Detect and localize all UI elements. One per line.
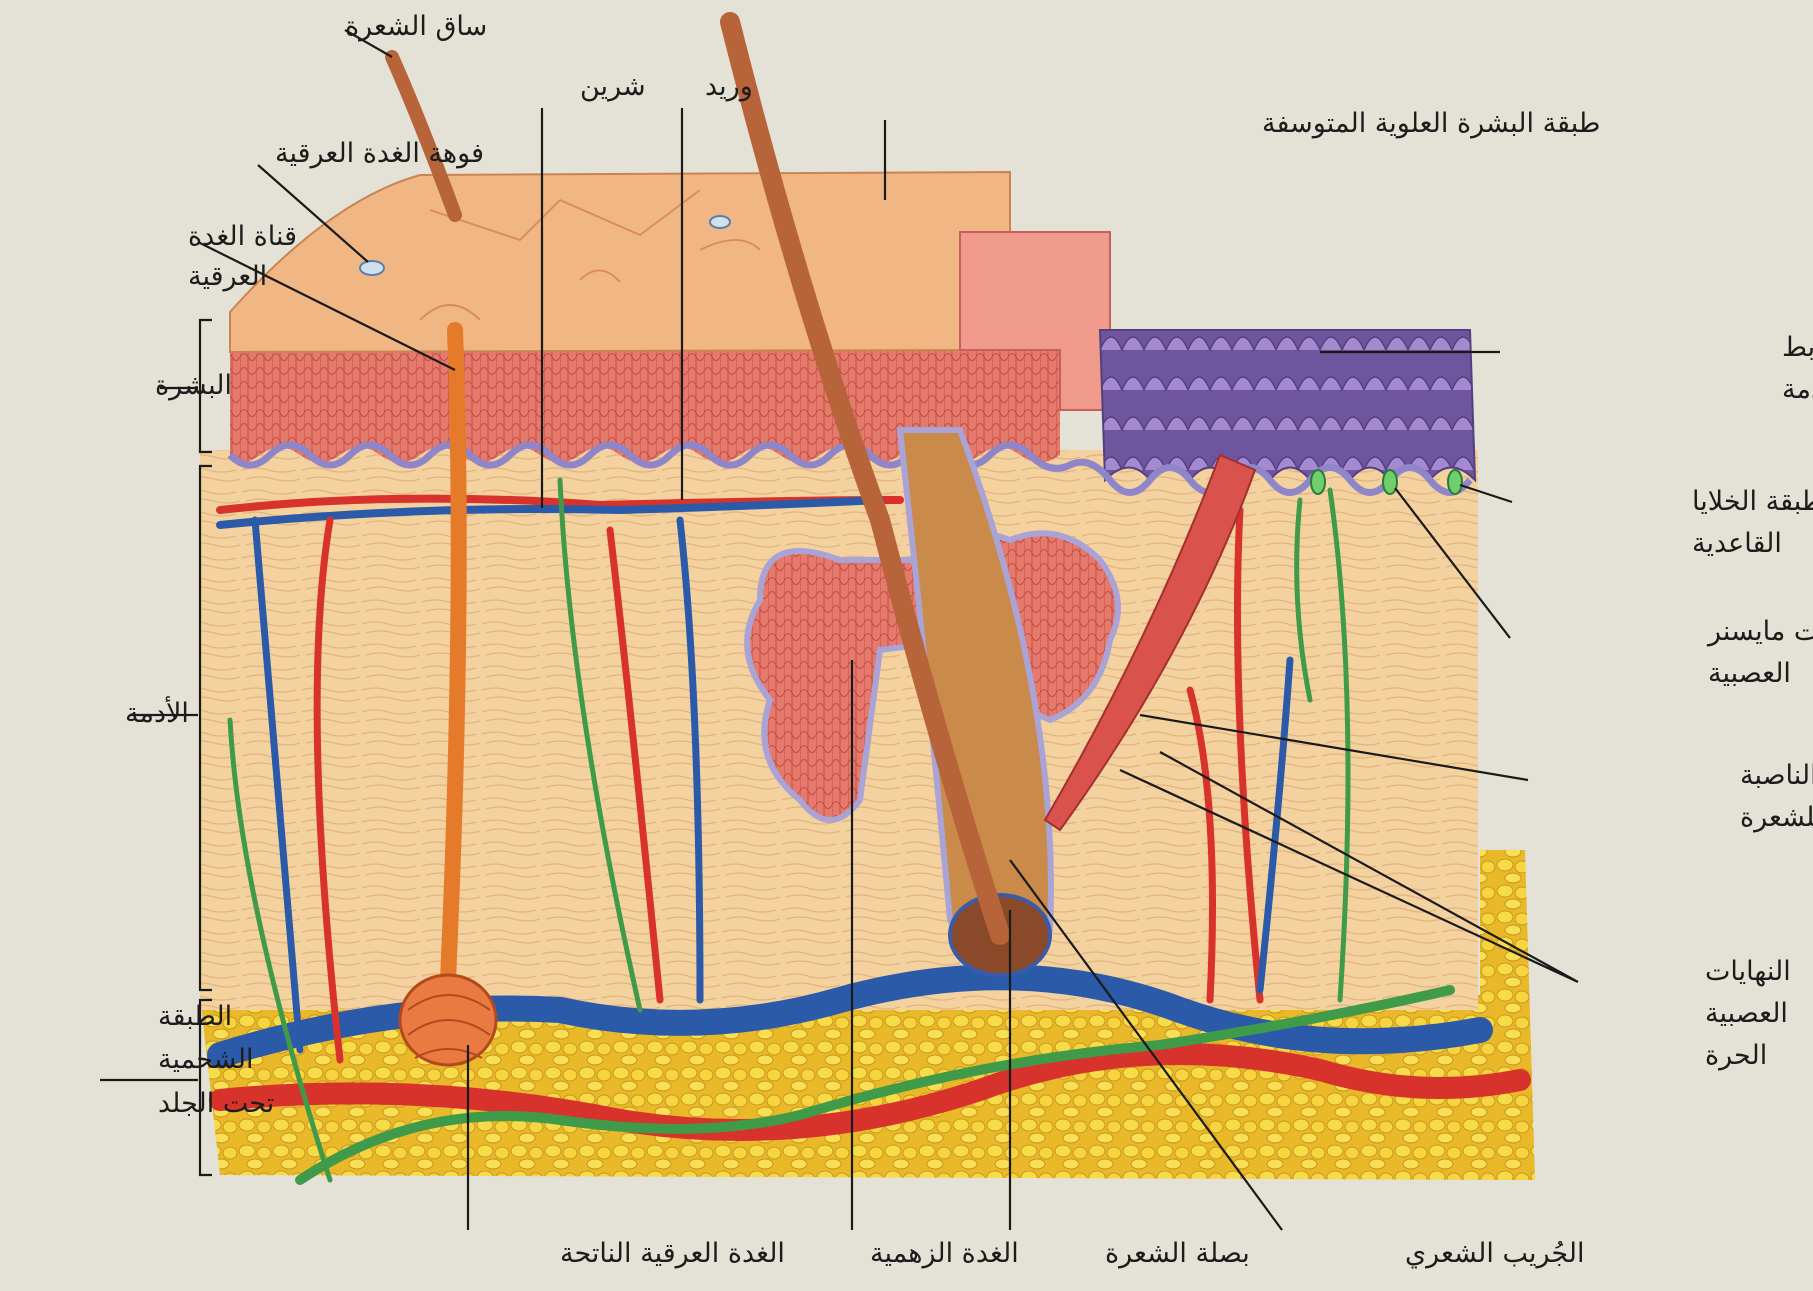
- label-sweat-gland: الغدة العرقية الناتحة: [560, 1238, 785, 1269]
- label-hair-follicle: الجُريب الشعري: [1405, 1238, 1585, 1269]
- label-epidermis: البشرة: [155, 370, 232, 401]
- label-free-nerve-1: النهايات: [1705, 956, 1791, 987]
- label-dermis: الأدمة: [125, 695, 189, 729]
- sweat-pore-mark-2: [710, 216, 730, 228]
- label-papillae-1: الحليمات التي تربط: [1782, 332, 1813, 363]
- label-hair-bulb: بصلة الشعرة: [1105, 1238, 1250, 1269]
- label-artery: شرين: [580, 71, 646, 102]
- label-hypodermis-1: الطبقة: [158, 1001, 232, 1032]
- sweat-pore-mark: [360, 261, 384, 275]
- label-sebaceous: الغدة الزهمية: [870, 1238, 1019, 1269]
- label-hypodermis-3: تحت الجلد: [158, 1088, 274, 1119]
- label-vein: وريد: [705, 71, 753, 102]
- label-meissner-1: نهايات مايسنر: [1706, 616, 1813, 647]
- epidermis-surface: [230, 172, 1010, 352]
- label-sweat-duct-2: العرقية: [188, 261, 267, 292]
- label-free-nerve-3: الحرة: [1705, 1040, 1767, 1071]
- label-hair-shaft: ساق الشعرة: [345, 11, 487, 42]
- label-hypodermis-2: الشحمية: [158, 1044, 253, 1075]
- label-stratum: طبقة البشرة العلوية المتوسفة: [1262, 108, 1600, 139]
- label-papillae-2: البشرة بالأدمة: [1782, 371, 1813, 405]
- label-sweat-duct-1: قناة الغدة: [188, 221, 297, 252]
- label-basal-1: طبقة الخلايا: [1692, 486, 1813, 517]
- label-meissner-2: العصبية: [1708, 658, 1791, 689]
- label-free-nerve-2: العصبية: [1705, 998, 1788, 1029]
- label-sweat-pore: فوهة الغدة العرقية: [275, 138, 484, 169]
- label-arrector-1: العضلة الناصبة: [1740, 760, 1813, 791]
- label-arrector-2: للشعرة: [1740, 802, 1813, 833]
- label-basal-2: القاعدية: [1692, 528, 1782, 559]
